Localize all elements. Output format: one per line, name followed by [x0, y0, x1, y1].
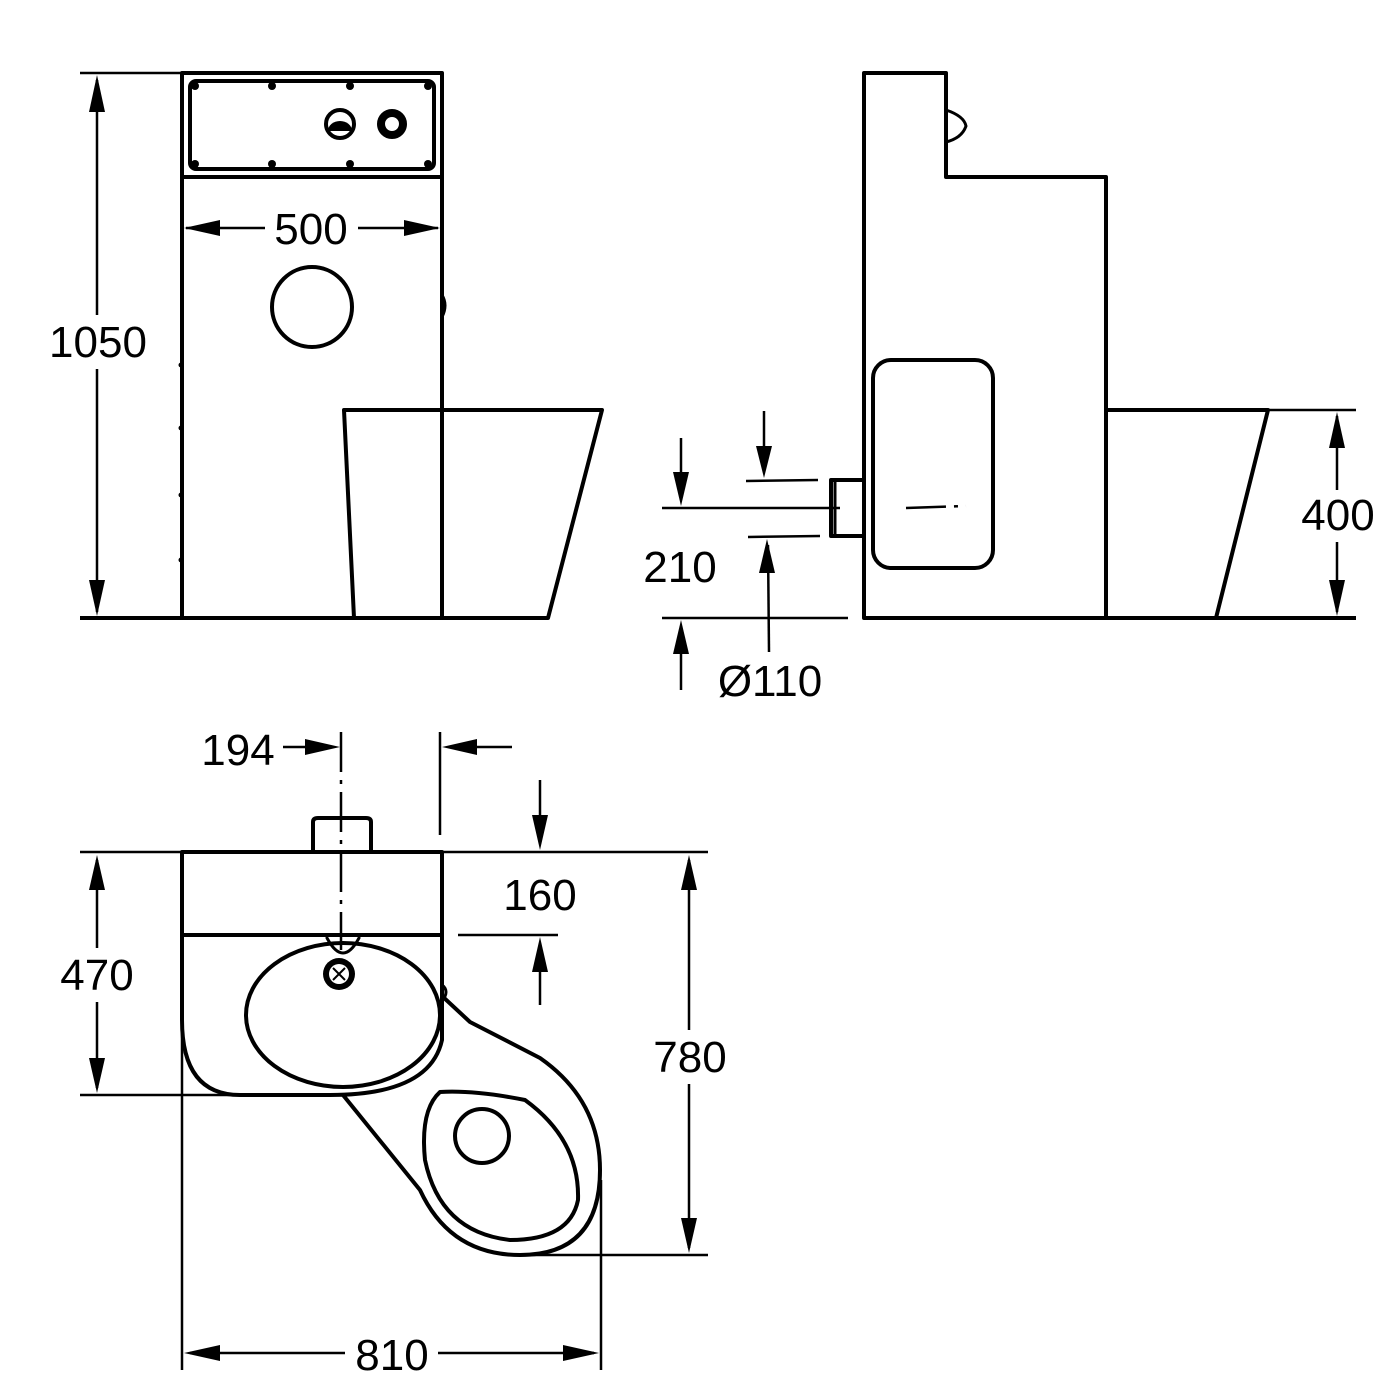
- side-opening: [871, 358, 995, 570]
- plan-toilet-outline: [341, 994, 602, 1257]
- arrow-icon: [681, 855, 697, 890]
- plan-view: 194 160 470 780 810: [52, 726, 734, 1380]
- side-view: 400 210 Ø110: [643, 71, 1378, 706]
- side-cabinet: [862, 71, 1108, 620]
- dim-basin-depth: 470: [60, 951, 133, 1000]
- front-view: 1050 500: [45, 71, 604, 620]
- plan-basin-outline: [180, 850, 444, 1097]
- flush-button-icon: [324, 108, 356, 140]
- dim-basin-offset: 160: [503, 871, 576, 920]
- plan-spout: [325, 936, 361, 955]
- arrow-icon: [442, 739, 477, 755]
- dim-side-bowl-height: 400: [1301, 491, 1374, 540]
- arrow-icon: [1329, 580, 1345, 616]
- dim-total-depth: 780: [653, 1033, 726, 1082]
- drain-grate-icon: [323, 958, 355, 990]
- side-centerline: [905, 504, 967, 510]
- dim-front-height: 1050: [49, 318, 147, 367]
- arrow-icon: [305, 739, 340, 755]
- side-bump: [440, 293, 447, 319]
- arrow-icon: [673, 620, 689, 654]
- arrow-icon: [184, 1345, 220, 1361]
- arrow-icon: [89, 580, 105, 616]
- wall-dots: [178, 362, 184, 563]
- side-tap-icon: [944, 108, 968, 144]
- arrow-icon: [532, 937, 548, 972]
- arrow-icon: [673, 472, 689, 506]
- plan-side-bump: [440, 983, 448, 1003]
- arrow-icon: [681, 1218, 697, 1253]
- panel-screws: [191, 82, 432, 168]
- arrow-icon: [1329, 412, 1345, 448]
- arrow-icon: [759, 539, 775, 573]
- arrow-icon: [756, 446, 772, 478]
- arrow-icon: [563, 1345, 599, 1361]
- dim-total-width: 810: [355, 1331, 428, 1380]
- plan-toilet-bowl: [422, 1089, 581, 1242]
- front-bowl: [342, 408, 604, 620]
- control-panel: [188, 79, 436, 171]
- side-bowl: [1106, 408, 1270, 620]
- dim-inlet-offset: 194: [201, 726, 274, 775]
- arrow-icon: [532, 815, 548, 850]
- arrow-icon: [89, 855, 105, 890]
- dim-drain-diameter: Ø110: [718, 657, 822, 706]
- plan-basin: [244, 941, 442, 1089]
- plan-toilet-drain: [453, 1107, 511, 1165]
- tap-button-icon: [377, 109, 407, 139]
- dim-front-width: 500: [274, 205, 347, 254]
- dim-drain-height: 210: [643, 543, 716, 592]
- arrow-icon: [184, 220, 220, 236]
- arrow-icon: [89, 1058, 105, 1093]
- arrow-icon: [404, 220, 440, 236]
- arrow-icon: [89, 75, 105, 112]
- service-opening: [270, 265, 354, 349]
